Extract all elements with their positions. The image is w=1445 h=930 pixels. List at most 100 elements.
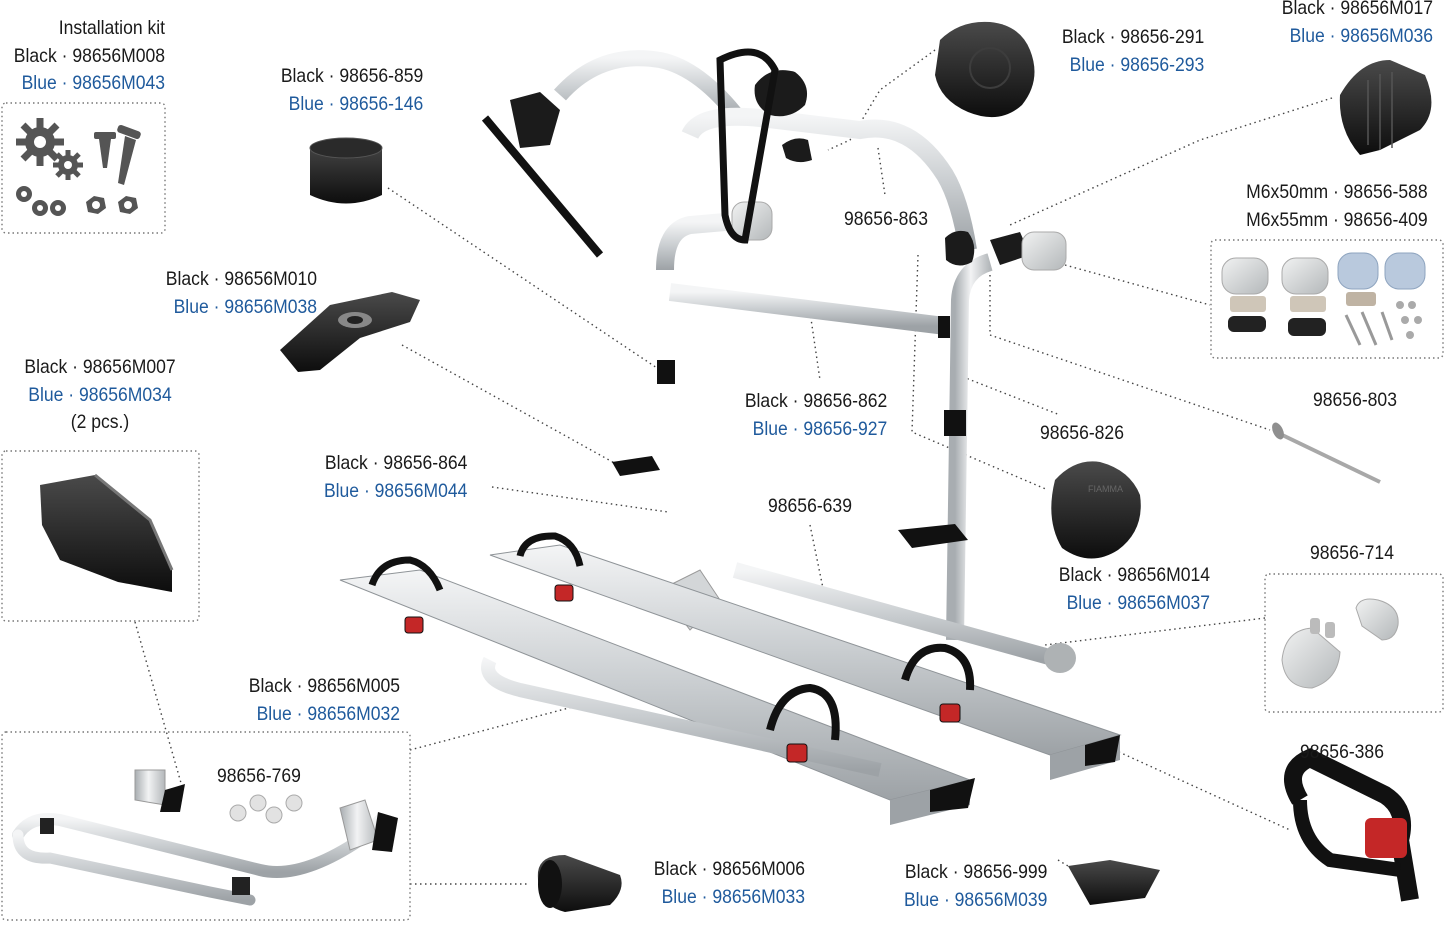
installation-kit-black: Black · 98656M008 xyxy=(13,44,165,67)
label-knob-m014: Black · 98656M014 Blue · 98656M037 xyxy=(1059,562,1210,617)
part-bolt-803 xyxy=(1272,422,1381,484)
arm-m017-blue: Blue · 98656M036 xyxy=(1289,24,1433,47)
leader-holder-m010 xyxy=(401,344,619,466)
part-knob-291 xyxy=(935,21,1035,118)
part-caps-714 xyxy=(1281,598,1399,689)
holder-m010-blue: Blue · 98656M038 xyxy=(173,295,317,318)
label-arm-m017: Black · 98656M017 Blue · 98656M036 xyxy=(1282,0,1433,50)
part-knob-m014: FIAMMA xyxy=(1051,461,1141,559)
frame-m005-blue: Blue · 98656M032 xyxy=(256,702,400,725)
leader-holder-864 xyxy=(491,486,669,513)
leader-frame-m005 xyxy=(409,704,581,751)
box-frame-m005 xyxy=(1,731,411,921)
label-strap-386: 98656-386 xyxy=(1288,739,1396,767)
leader-cap-859 xyxy=(387,187,661,371)
part-railcap-999 xyxy=(1068,860,1160,905)
bar-862-black: Black · 98656-862 xyxy=(744,390,887,412)
nut-icon xyxy=(86,196,138,214)
leader-knob-m014 xyxy=(911,254,1049,491)
caps-714-text: 98656-714 xyxy=(1310,542,1394,564)
label-endplate-m007: Black · 98656M007 Blue · 98656M034 (2 pc… xyxy=(19,354,181,437)
endplate-m007-black: Black · 98656M007 xyxy=(24,356,176,378)
part-arm-m017 xyxy=(1339,60,1432,155)
box-endplate xyxy=(1,450,200,622)
label-frame-826: 98656-826 xyxy=(1028,420,1136,448)
feet-588-a: M6x50mm · 98656-588 xyxy=(1246,181,1428,203)
label-holder-864: Black · 98656-864 Blue · 98656M044 xyxy=(324,450,467,505)
endplate-m007-blue: Blue · 98656M034 xyxy=(28,383,172,406)
leader-feet-588 xyxy=(1064,264,1211,306)
label-feet-588: M6x50mm · 98656-588 M6x55mm · 98656-409 xyxy=(1247,179,1428,234)
frame-826-text: 98656-826 xyxy=(1040,422,1124,444)
installation-kit-blue: Blue · 98656M043 xyxy=(21,72,166,94)
label-holder-m010: Black · 98656M010 Blue · 98656M038 xyxy=(166,266,317,321)
holder-864-blue: Blue · 98656M044 xyxy=(323,479,467,502)
label-rail-639: 98656-639 xyxy=(756,493,864,521)
frame-863-text: 98656-863 xyxy=(844,208,928,230)
leader-endplate-m007 xyxy=(134,621,184,791)
part-plugs-769 xyxy=(229,794,303,824)
label-railcap-999: Black · 98656-999 Blue · 98656M039 xyxy=(904,859,1047,914)
bolt-803-text: 98656-803 xyxy=(1313,389,1397,411)
part-boxes xyxy=(1,102,1444,921)
leader-railcap-999 xyxy=(1057,859,1069,867)
gear-icon xyxy=(16,118,64,166)
part-frame-m005 xyxy=(12,769,398,906)
gear-small-icon xyxy=(53,150,83,180)
railcap-999-black: Black · 98656-999 xyxy=(904,861,1047,883)
knob-291-blue: Blue · 98656-293 xyxy=(1069,53,1204,76)
knob-m014-black: Black · 98656M014 xyxy=(1058,564,1210,586)
chain-icon xyxy=(16,186,66,216)
holder-m010-black: Black · 98656M010 xyxy=(165,268,317,290)
leader-bar-862 xyxy=(809,311,821,381)
part-cap-859 xyxy=(309,137,383,204)
leader-frame-863 xyxy=(877,147,886,196)
leader-lines xyxy=(134,49,1333,885)
label-caps-714: 98656-714 xyxy=(1298,540,1406,568)
feet-588-b: M6x55mm · 98656-409 xyxy=(1246,208,1428,231)
endcap-m006-blue: Blue · 98656M033 xyxy=(661,885,805,908)
installation-kit-icons xyxy=(16,118,141,216)
installation-kit-title: Installation kit xyxy=(58,17,165,39)
part-strap-386 xyxy=(1284,748,1419,902)
label-installation-kit: Installation kit Black · 98656M008 Blue … xyxy=(14,15,165,98)
label-knob-291: Black · 98656-291 Blue · 98656-293 xyxy=(1062,24,1204,79)
part-endplate-m007 xyxy=(40,473,174,592)
endcap-m006-black: Black · 98656M006 xyxy=(653,858,805,880)
bar-862-blue: Blue · 98656-927 xyxy=(752,417,887,440)
screw-icon xyxy=(94,132,116,168)
part-holder-m010 xyxy=(280,292,420,372)
endplate-m007-qty: (2 pcs.) xyxy=(70,411,130,433)
label-plugs-769: 98656-769 xyxy=(217,763,301,791)
arm-m017-black: Black · 98656M017 xyxy=(1281,0,1433,19)
leader-arm-m017 xyxy=(1009,97,1333,226)
frame-m005-black: Black · 98656M005 xyxy=(248,675,400,697)
label-frame-m005: Black · 98656M005 Blue · 98656M032 xyxy=(249,673,400,728)
plugs-769-text: 98656-769 xyxy=(217,765,301,787)
knob-291-black: Black · 98656-291 xyxy=(1061,26,1204,48)
label-bar-862: Black · 98656-862 Blue · 98656-927 xyxy=(745,388,887,443)
svg-text:FIAMMA: FIAMMA xyxy=(1088,484,1123,494)
railcap-999-blue: Blue · 98656M039 xyxy=(903,888,1047,911)
label-cap-859: Black · 98656-859 Blue · 98656-146 xyxy=(281,63,423,118)
rail-639-text: 98656-639 xyxy=(768,495,852,517)
leader-frame-826 xyxy=(957,374,1061,416)
leader-caps-714 xyxy=(1044,617,1266,646)
cap-859-black: Black · 98656-859 xyxy=(280,65,423,87)
box-installation-kit xyxy=(1,102,166,234)
cap-859-blue: Blue · 98656-146 xyxy=(288,92,423,115)
box-caps-714 xyxy=(1264,573,1444,713)
part-feet-set xyxy=(1221,252,1426,346)
knob-m014-blue: Blue · 98656M037 xyxy=(1066,591,1210,614)
holder-864-black: Black · 98656-864 xyxy=(324,452,467,474)
box-feet xyxy=(1210,239,1444,359)
label-frame-863: 98656-863 xyxy=(832,206,940,234)
screw-long-icon xyxy=(117,124,141,185)
label-endcap-m006: Black · 98656M006 Blue · 98656M033 xyxy=(654,856,805,911)
leader-strap-386 xyxy=(1004,699,1291,831)
part-endcap-m006 xyxy=(537,855,622,912)
strap-386-text: 98656-386 xyxy=(1300,741,1384,763)
main-rack xyxy=(339,48,1122,825)
